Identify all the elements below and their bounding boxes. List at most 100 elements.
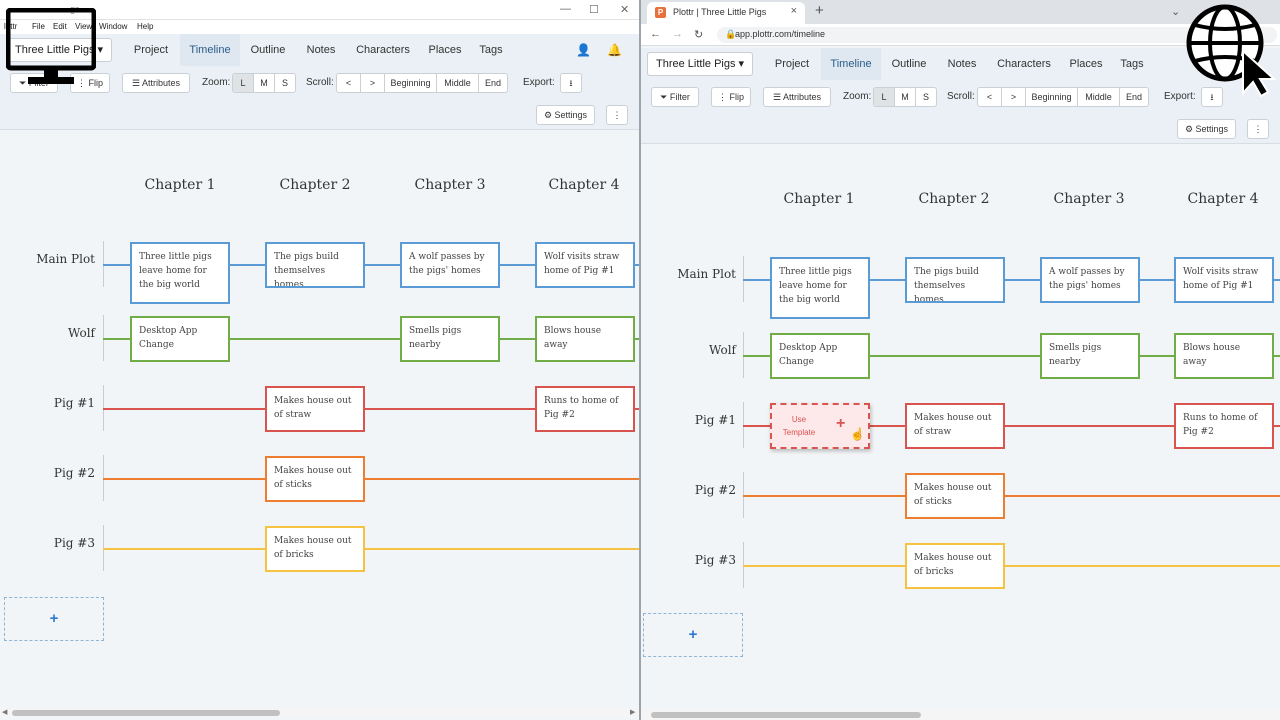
scene-card[interactable]: The pigs build themselves homes (265, 242, 365, 288)
zoom-m[interactable]: M (254, 74, 275, 92)
browser-menu-icon[interactable]: ⌄ (1171, 6, 1181, 18)
nav-tags[interactable]: Tags (479, 44, 503, 56)
row-label-pig-2[interactable]: Pig #2 (694, 483, 736, 497)
menu-view[interactable]: View (75, 22, 93, 31)
chapter-header[interactable]: Chapter 4 (548, 177, 620, 193)
project-dropdown[interactable]: Three Little Pigs ▾ (647, 52, 754, 76)
settings-button[interactable]: ⚙ Settings (536, 105, 595, 125)
browser-tab[interactable]: P Plottr | Three Little Pigs × (647, 2, 805, 24)
new-tab-icon[interactable]: + (815, 2, 824, 19)
zoom-s[interactable]: S (922, 92, 929, 102)
attributes-button[interactable]: ☰ Attributes (763, 87, 831, 107)
row-label-main-plot[interactable]: Main Plot (36, 252, 95, 266)
scene-card[interactable]: Makes house out of straw (905, 403, 1005, 449)
horizontal-scrollbar[interactable]: ◀ ▶ (0, 708, 639, 718)
row-label-main-plot[interactable]: Main Plot (677, 267, 736, 281)
scene-card[interactable]: Makes house out of sticks (905, 473, 1005, 519)
row-label-pig-3[interactable]: Pig #3 (53, 536, 95, 550)
add-scene-icon[interactable]: + (836, 415, 846, 432)
scene-card[interactable]: Smells pigs nearby (1040, 333, 1140, 379)
scene-card[interactable]: Makes house out of sticks (265, 456, 365, 502)
menu-help[interactable]: Help (137, 22, 154, 31)
scene-card[interactable]: Makes house out of bricks (905, 543, 1005, 589)
menu-edit[interactable]: Edit (53, 22, 67, 31)
add-plotline-button[interactable]: + (4, 597, 104, 641)
scroll-beginning-button[interactable]: Beginning (385, 74, 437, 92)
scene-card[interactable]: Makes house out of straw (265, 386, 365, 432)
scene-card[interactable]: Three little pigs leave home for the big… (130, 242, 230, 304)
use-template-card[interactable]: Use Template + ☝ (770, 403, 870, 449)
row-label-wolf[interactable]: Wolf (67, 326, 95, 340)
attributes-button[interactable]: ☰ Attributes (122, 73, 190, 93)
chapter-header[interactable]: Chapter 2 (279, 177, 351, 193)
scene-card[interactable]: A wolf passes by the pigs' homes (400, 242, 500, 288)
nav-project[interactable]: Project (774, 58, 810, 70)
chapter-header[interactable]: Chapter 2 (918, 191, 990, 207)
scroll-beginning-button[interactable]: Beginning (1026, 88, 1078, 106)
nav-outline[interactable]: Outline (250, 44, 286, 56)
scene-card[interactable]: Blows house away (1174, 333, 1274, 379)
scroll-arrow-right-icon[interactable]: ▶ (630, 709, 636, 716)
flip-button[interactable]: ⋮ Flip (711, 87, 751, 107)
row-label-pig-1[interactable]: Pig #1 (694, 413, 736, 427)
bell-icon[interactable]: 🔔 (607, 43, 622, 57)
url-field[interactable]: 🔒 app.plottr.com/timeline (717, 27, 1277, 43)
zoom-l[interactable]: L (233, 74, 254, 92)
menu-app[interactable]: lottr (4, 22, 18, 31)
filter-button[interactable]: ⏷ Filter (651, 87, 699, 107)
scene-card[interactable]: Three little pigs leave home for the big… (770, 257, 870, 319)
zoom-m[interactable]: M (895, 88, 916, 106)
scene-card[interactable]: Makes house out of bricks (265, 526, 365, 572)
scene-card[interactable]: Desktop App Change (130, 316, 230, 362)
scene-card[interactable]: Smells pigs nearby (400, 316, 500, 362)
row-label-pig-1[interactable]: Pig #1 (53, 396, 95, 410)
export-button[interactable]: ⭳ (560, 73, 582, 93)
nav-notes[interactable]: Notes (947, 58, 977, 70)
settings-button[interactable]: ⚙ Settings (1177, 119, 1236, 139)
row-label-wolf[interactable]: Wolf (708, 343, 736, 357)
nav-places[interactable]: Places (428, 44, 462, 56)
chapter-header[interactable]: Chapter 3 (1053, 191, 1125, 207)
nav-timeline[interactable]: Timeline (821, 48, 881, 80)
nav-tags[interactable]: Tags (1120, 58, 1144, 70)
nav-notes[interactable]: Notes (306, 44, 336, 56)
zoom-s[interactable]: S (281, 78, 288, 88)
scene-card[interactable]: A wolf passes by the pigs' homes (1040, 257, 1140, 303)
add-plotline-button[interactable]: + (643, 613, 743, 657)
chapter-header[interactable]: Chapter 3 (414, 177, 486, 193)
scroll-right-button[interactable]: > (361, 74, 385, 92)
nav-timeline[interactable]: Timeline (180, 34, 240, 66)
nav-characters[interactable]: Characters (997, 58, 1051, 70)
scroll-middle-button[interactable]: Middle (437, 74, 479, 92)
nav-project[interactable]: Project (133, 44, 169, 56)
back-icon[interactable]: ← (650, 28, 661, 40)
nav-outline[interactable]: Outline (891, 58, 927, 70)
menu-file[interactable]: File (32, 22, 45, 31)
row-label-pig-3[interactable]: Pig #3 (694, 553, 736, 567)
scene-card[interactable]: Desktop App Change (770, 333, 870, 379)
nav-places[interactable]: Places (1069, 58, 1103, 70)
scroll-left-button[interactable]: < (978, 88, 1002, 106)
scroll-middle-button[interactable]: Middle (1078, 88, 1120, 106)
maximize-button[interactable]: ☐ (589, 4, 599, 16)
chapter-header[interactable]: Chapter 4 (1187, 191, 1259, 207)
chapter-header[interactable]: Chapter 1 (783, 191, 855, 207)
scene-card[interactable]: Runs to home of Pig #2 (1174, 403, 1274, 449)
minimize-button[interactable]: — (560, 3, 571, 15)
user-icon[interactable]: 👤 (576, 43, 591, 57)
more-options-button[interactable]: ⋮ (1247, 119, 1269, 139)
scroll-arrow-left-icon[interactable]: ◀ (2, 709, 8, 716)
horizontal-scrollbar[interactable] (641, 710, 1280, 720)
reload-icon[interactable]: ↻ (694, 29, 704, 41)
zoom-l[interactable]: L (874, 88, 895, 106)
close-window-button[interactable]: ✕ (620, 4, 630, 16)
row-label-pig-2[interactable]: Pig #2 (53, 466, 95, 480)
nav-characters[interactable]: Characters (356, 44, 410, 56)
scroll-end-button[interactable]: End (484, 78, 501, 88)
scroll-end-button[interactable]: End (1125, 92, 1142, 102)
close-tab-icon[interactable]: × (790, 5, 797, 17)
flip-button[interactable]: ⋮ Flip (70, 73, 110, 93)
menu-window[interactable]: Window (99, 22, 128, 31)
more-options-button[interactable]: ⋮ (606, 105, 628, 125)
scroll-right-button[interactable]: > (1002, 88, 1026, 106)
